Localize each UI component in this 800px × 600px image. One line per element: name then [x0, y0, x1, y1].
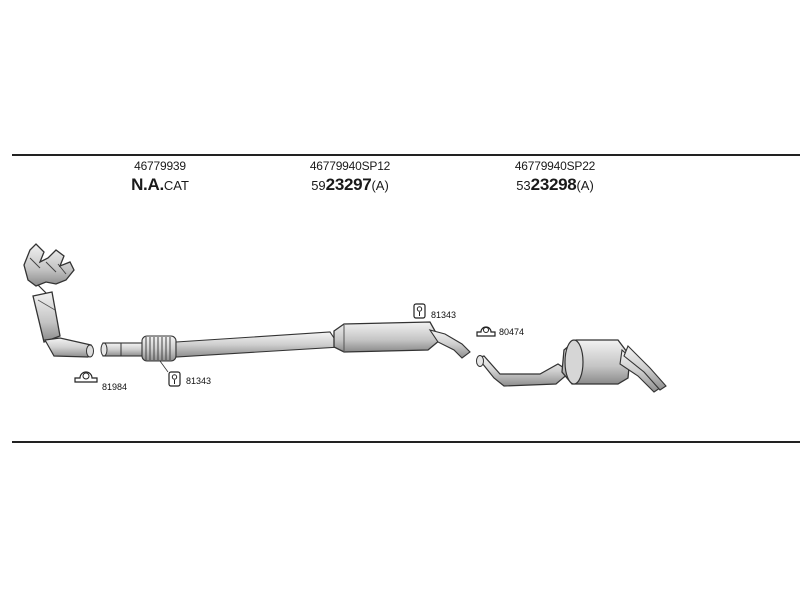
rubber-ring-icon[interactable]	[476, 326, 496, 337]
rear-code-main: 23298	[530, 175, 577, 194]
catalytic-code: N.A.CAT	[100, 176, 220, 193]
rear-silencer-header: 46779940SP22 5323298(A)	[495, 160, 615, 193]
rear-code-prefix: 53	[516, 178, 531, 193]
rubber-ring-icon[interactable]	[74, 371, 98, 383]
catalytic-header: 46779939 N.A.CAT	[100, 160, 220, 193]
rear-code-suffix: (A)	[576, 178, 594, 193]
accessory-label-clamp-left: 81343	[186, 376, 211, 386]
accessory-label-ring-right: 80474	[499, 327, 524, 337]
top-divider	[12, 154, 800, 156]
bottom-divider	[12, 441, 800, 443]
middle-code-suffix: (A)	[371, 178, 389, 193]
middle-code-main: 23297	[325, 175, 372, 194]
catalytic-oe-number: 46779939	[134, 159, 186, 173]
middle-silencer-header: 46779940SP12 5923297(A)	[290, 160, 410, 193]
clamp-icon[interactable]	[413, 303, 426, 319]
middle-code: 5923297(A)	[290, 176, 410, 193]
clamp-icon[interactable]	[168, 371, 181, 387]
middle-oe-number: 46779940SP12	[309, 159, 391, 173]
catalytic-code-prefix: N.A.	[131, 175, 164, 194]
middle-code-prefix: 59	[311, 178, 326, 193]
catalytic-code-suffix: CAT	[163, 178, 189, 193]
accessory-label-clamp-right: 81343	[431, 310, 456, 320]
accessory-label-ring-left: 81984	[102, 382, 127, 392]
front-pipe[interactable]	[100, 331, 341, 362]
middle-silencer[interactable]	[333, 321, 471, 359]
rear-code: 5323298(A)	[495, 176, 615, 193]
rear-silencer[interactable]	[476, 339, 667, 393]
catalytic-converter[interactable]	[23, 243, 94, 358]
rear-oe-number: 46779940SP22	[514, 159, 596, 173]
